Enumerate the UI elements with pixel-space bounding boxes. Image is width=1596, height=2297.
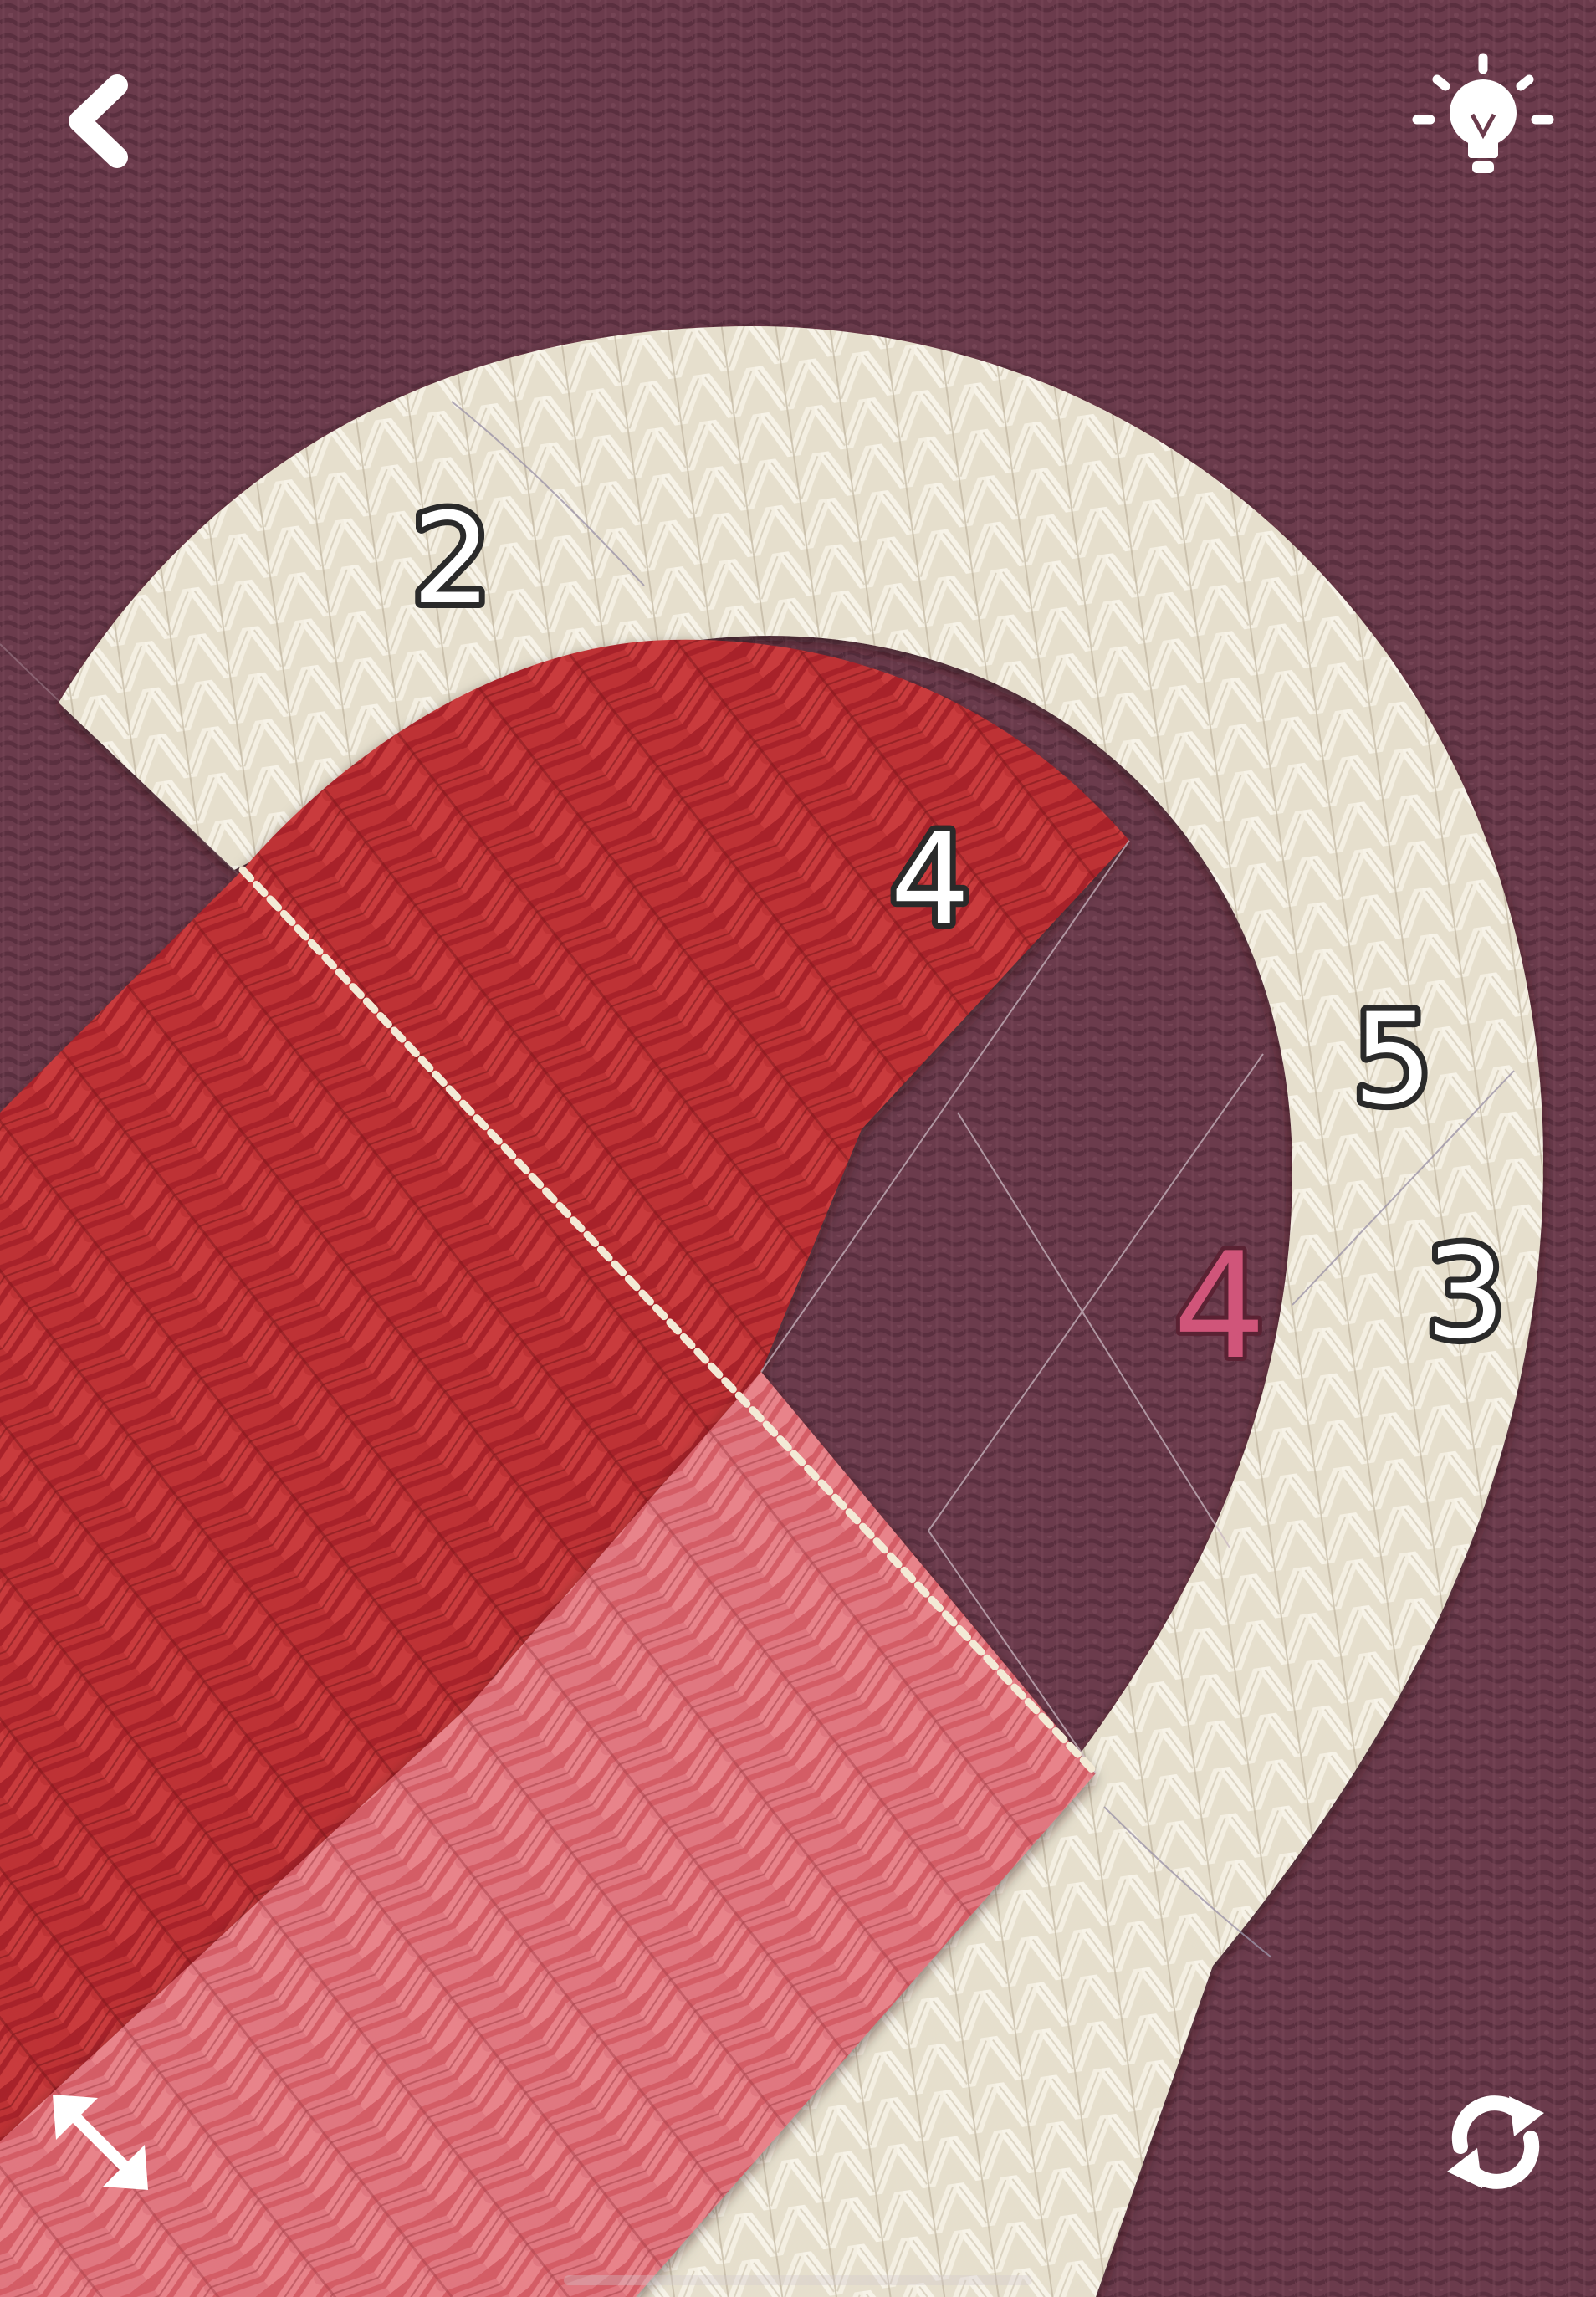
expand-button[interactable] [38, 2080, 163, 2205]
region-number-4-red: 4 [890, 807, 969, 953]
restart-button[interactable] [1433, 2080, 1558, 2205]
region-number-2: 2 [412, 487, 491, 632]
region-number-3: 3 [1425, 1221, 1505, 1367]
lightbulb-icon [1412, 53, 1554, 173]
region-cream-ring[interactable] [59, 326, 1543, 2297]
chevron-left-icon [69, 74, 128, 168]
region-number-5: 5 [1353, 987, 1432, 1133]
region-pink-band[interactable] [0, 1372, 1096, 2297]
expand-arrows-icon [53, 2095, 148, 2190]
hint-button[interactable] [1404, 46, 1563, 188]
stitch-seam [238, 866, 1100, 1778]
region-number-4-active[interactable]: 4 [1169, 1218, 1270, 1396]
refresh-icon [1447, 2095, 1544, 2189]
seam-line [1103, 1806, 1272, 1958]
empty-region-guides [760, 840, 1264, 1774]
back-button[interactable] [38, 59, 163, 184]
seam-line [1292, 1070, 1515, 1306]
home-indicator [564, 2275, 1032, 2285]
seam-line [451, 401, 645, 586]
region-red-band[interactable] [0, 639, 1129, 2141]
